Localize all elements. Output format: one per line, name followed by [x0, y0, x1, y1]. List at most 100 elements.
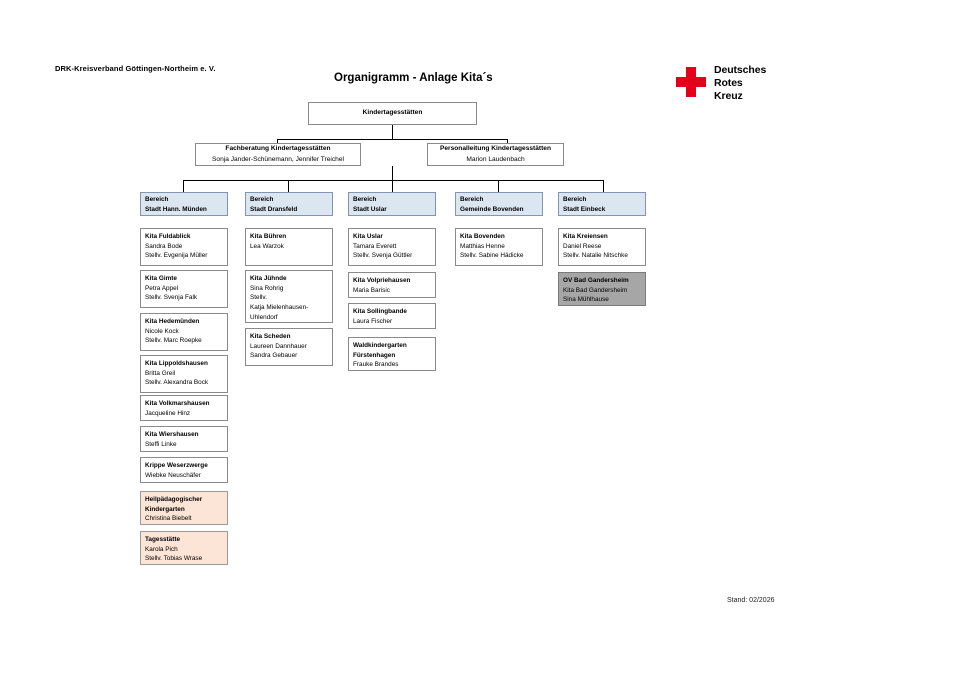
node-kita[interactable]: Kita Scheden Laureen Dannhauer Sandra Ge… — [245, 328, 333, 366]
node-kita-lead-2: Sandra Gebauer — [250, 352, 298, 360]
connector-drop-col-2 — [288, 180, 289, 192]
node-kita-lead: Maria Barisic — [353, 286, 390, 294]
node-kita[interactable]: Kita Kreiensen Daniel Reese Stellv. Nata… — [558, 228, 646, 266]
node-kita-deputy: Stellv. Tobias Wrase — [145, 555, 203, 563]
node-kita[interactable]: Kita Sollingbande Laura Fischer — [348, 303, 436, 329]
section-kicker: Bereich — [353, 195, 377, 203]
connector-drop-col-1 — [183, 180, 184, 192]
section-name: Stadt Uslar — [353, 205, 387, 213]
connector-drop-col-5 — [603, 180, 604, 192]
node-kita-name: Kita Bad Gandersheim — [563, 286, 628, 294]
node-kita[interactable]: Kita Jühnde Sina Rohrig Stellv. Katja Mi… — [245, 270, 333, 323]
node-kita-deputy: Stellv. Evgenija Müller — [145, 252, 208, 260]
node-kita-lead: Karola Pich — [145, 545, 178, 553]
node-kita-name: Kita Fuldablick — [145, 233, 191, 240]
node-kita[interactable]: Kita Lippoldshausen Britta Greil Stellv.… — [140, 355, 228, 393]
node-kita-deputy: Stellv. Svenja Falk — [145, 294, 198, 302]
node-kita-lead: Sina Rohrig — [250, 284, 284, 292]
section-header-col-1[interactable]: Bereich Stadt Hann. Münden — [140, 192, 228, 216]
node-personalleitung[interactable]: Personalleitung Kindertagesstätten Mario… — [427, 143, 564, 166]
node-kita[interactable]: Krippe Weserzwerge Wiebke Neuschäfer — [140, 457, 228, 483]
node-kita[interactable]: Kita Bühren Lea Warzok — [245, 228, 333, 266]
section-header-col-3[interactable]: Bereich Stadt Uslar — [348, 192, 436, 216]
node-kita-deputy: Stellv. Svenja Güttler — [353, 252, 413, 260]
node-kita-lead: Steffi Linke — [145, 440, 177, 448]
logo-line-3: Kreuz — [714, 90, 743, 103]
node-kita-deputy-cont: Uhlendorf — [250, 313, 278, 321]
node-kita-name: Kita Volpriehausen — [353, 277, 411, 284]
node-kita-name: Kita Sollingbande — [353, 308, 407, 315]
node-kita-lead: Laureen Dannhauer — [250, 342, 307, 350]
node-kita-deputy: Stellv. Sabine Hädicke — [460, 252, 524, 260]
section-kicker: Bereich — [145, 195, 169, 203]
section-name: Stadt Dransfeld — [250, 205, 298, 213]
section-kicker: Bereich — [563, 195, 587, 203]
node-ov-name: OV Bad Gandersheim — [563, 277, 629, 284]
node-kita-name: Kita Gimte — [145, 275, 177, 282]
node-kita-lead: Jacqueline Hinz — [145, 409, 191, 417]
node-personalleitung-people: Marion Laudenbach — [466, 155, 525, 163]
connector-level2-right-drop — [507, 139, 508, 144]
node-kita-name: Kita Jühnde — [250, 275, 287, 282]
section-header-col-4[interactable]: Bereich Gemeinde Bovenden — [455, 192, 543, 216]
section-kicker: Bereich — [250, 195, 274, 203]
node-kita-lead: Frauke Brandes — [353, 361, 399, 369]
node-kita[interactable]: Kita Volkmarshausen Jacqueline Hinz — [140, 395, 228, 421]
node-kita-lead: Nicole Kock — [145, 327, 179, 335]
node-fachberatung[interactable]: Fachberatung Kindertagesstätten Sonja Ja… — [195, 143, 361, 166]
node-kita-lead: Christina Biebelt — [145, 515, 192, 523]
node-kita-lead: Tamara Everett — [353, 242, 397, 250]
connector-section-bar — [183, 180, 604, 181]
connector-drop-col-4 — [498, 180, 499, 192]
node-kita-accent[interactable]: Tagesstätte Karola Pich Stellv. Tobias W… — [140, 531, 228, 565]
section-header-col-2[interactable]: Bereich Stadt Dransfeld — [245, 192, 333, 216]
node-kita[interactable]: Kita Hedemünden Nicole Kock Stellv. Marc… — [140, 313, 228, 351]
node-root-title: Kindertagesstätten — [362, 109, 423, 117]
section-name: Gemeinde Bovenden — [460, 205, 524, 213]
node-kita[interactable]: Kita Wiershausen Steffi Linke — [140, 426, 228, 452]
node-kita-lead: Daniel Reese — [563, 242, 602, 250]
organization-name: DRK-Kreisverband Göttingen-Northeim e. V… — [55, 64, 216, 73]
red-cross-icon — [676, 67, 706, 97]
node-kita-name: Tagesstätte — [145, 536, 181, 543]
node-kita-name: Kita Bovenden — [460, 233, 505, 240]
logo-text: Deutsches Rotes Kreuz — [714, 64, 766, 103]
node-kita-deputy: Stellv. Marc Roepke — [145, 337, 202, 345]
node-kita-name: Kita Kreiensen — [563, 233, 608, 240]
node-kita-name: Kita Uslar — [353, 233, 383, 240]
node-kita[interactable]: Kita Fuldablick Sandra Bode Stellv. Evge… — [140, 228, 228, 266]
node-kita-deputy-label: Stellv. — [250, 294, 267, 302]
node-kita-lead: Sandra Bode — [145, 242, 183, 250]
node-kita-name: Kita Lippoldshausen — [145, 360, 208, 367]
node-kita-lead: Britta Greil — [145, 369, 176, 377]
node-kita[interactable]: Kita Volpriehausen Maria Barisic — [348, 272, 436, 298]
node-kita-name: Kita Volkmarshausen — [145, 400, 210, 407]
node-personalleitung-title: Personalleitung Kindertagesstätten — [439, 145, 552, 153]
section-header-col-5[interactable]: Bereich Stadt Einbeck — [558, 192, 646, 216]
section-kicker: Bereich — [460, 195, 484, 203]
drk-logo: Deutsches Rotes Kreuz — [676, 64, 766, 103]
node-kita-gray[interactable]: OV Bad Gandersheim Kita Bad Gandersheim … — [558, 272, 646, 306]
node-root[interactable]: Kindertagesstätten — [308, 102, 477, 125]
node-kita-deputy: Katja Mielenhausen- — [250, 304, 309, 312]
node-kita-name: Krippe Weserzwerge — [145, 462, 208, 469]
connector-root-down — [392, 125, 393, 139]
node-kita[interactable]: Kita Gimte Petra Appel Stellv. Svenja Fa… — [140, 270, 228, 308]
node-kita-name-2: Kindergarten — [145, 505, 185, 513]
node-kita[interactable]: Kita Uslar Tamara Everett Stellv. Svenja… — [348, 228, 436, 266]
logo-line-1: Deutsches — [714, 64, 767, 76]
node-kita-name-2: Fürstenhagen — [353, 351, 396, 359]
connector-level2-left-drop — [277, 139, 278, 144]
node-kita-name: Heilpädagogischer — [145, 496, 203, 503]
node-kita[interactable]: Waldkindergarten Fürstenhagen Frauke Bra… — [348, 337, 436, 371]
node-kita-accent[interactable]: Heilpädagogischer Kindergarten Christina… — [140, 491, 228, 525]
node-kita-name: Kita Wiershausen — [145, 431, 199, 438]
node-kita-name: Kita Bühren — [250, 233, 287, 240]
node-kita[interactable]: Kita Bovenden Matthias Henne Stellv. Sab… — [455, 228, 543, 266]
node-kita-name: Kita Hedemünden — [145, 318, 200, 325]
connector-drop-col-3 — [392, 180, 393, 192]
page-title: Organigramm - Anlage Kita´s — [334, 72, 493, 84]
node-fachberatung-title: Fachberatung Kindertagesstätten — [225, 145, 331, 153]
node-kita-name: Kita Scheden — [250, 333, 291, 340]
